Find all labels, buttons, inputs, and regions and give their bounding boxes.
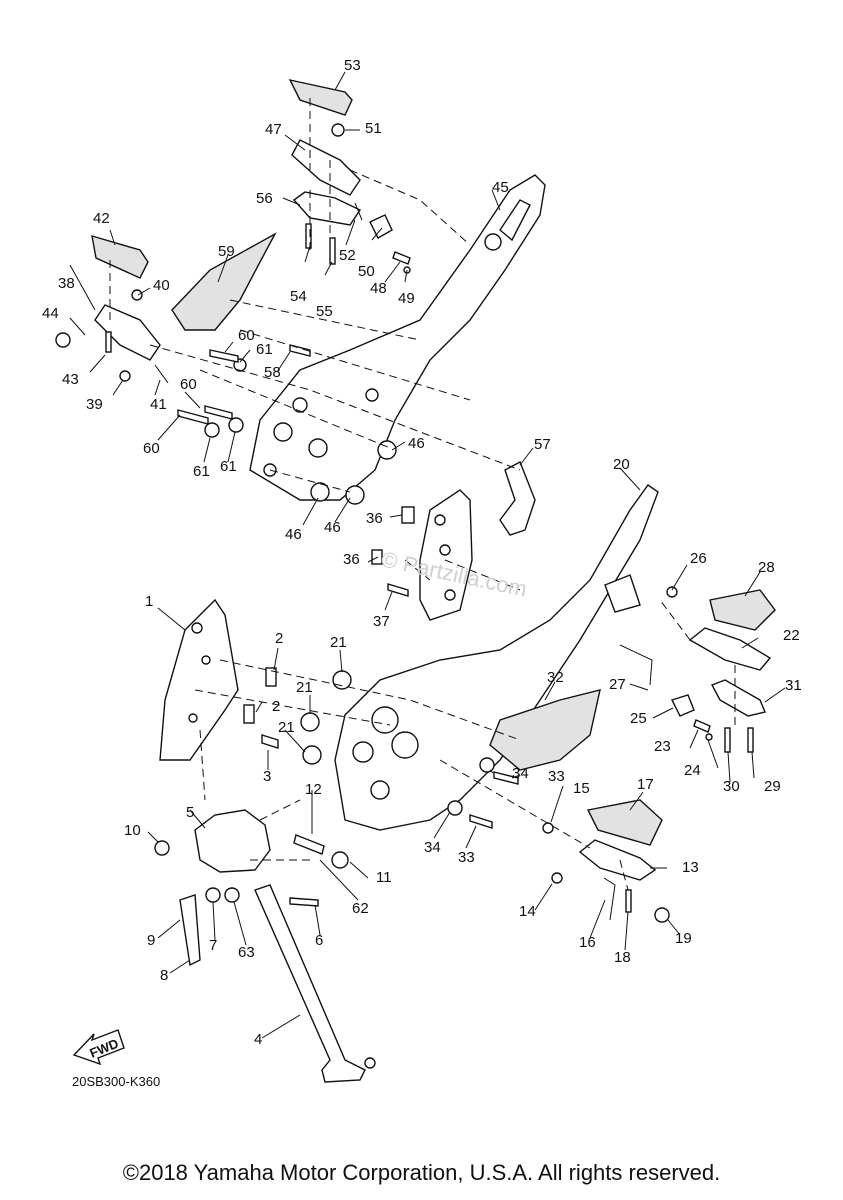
callout-5: 5: [186, 804, 194, 821]
diagram-code: 20SB300-K360: [72, 1074, 160, 1089]
callout-2b: 2: [272, 698, 280, 715]
callout-33a: 33: [548, 768, 565, 785]
callout-14: 14: [519, 903, 536, 920]
callout-63: 63: [238, 944, 255, 961]
callout-60c: 60: [143, 440, 160, 457]
callout-18: 18: [614, 949, 631, 966]
callout-31: 31: [785, 677, 802, 694]
callout-45: 45: [492, 179, 509, 196]
callout-55: 55: [316, 303, 333, 320]
callout-47: 47: [265, 121, 282, 138]
callout-23: 23: [654, 738, 671, 755]
copyright-notice: ©2018 Yamaha Motor Corporation, U.S.A. A…: [122, 1160, 721, 1185]
callout-33b: 33: [458, 849, 475, 866]
callout-27: 27: [609, 676, 626, 693]
callout-43: 43: [62, 371, 79, 388]
callout-20: 20: [613, 456, 630, 473]
callout-46a: 46: [408, 435, 425, 452]
callout-37: 37: [373, 613, 390, 630]
callout-59: 59: [218, 243, 235, 260]
callout-48: 48: [370, 280, 387, 297]
callout-34b: 34: [424, 839, 441, 856]
callout-41: 41: [150, 396, 167, 413]
callout-52: 52: [339, 247, 356, 264]
callout-3: 3: [263, 768, 271, 785]
callout-21c: 21: [278, 719, 295, 736]
callout-36a: 36: [366, 510, 383, 527]
callout-38: 38: [58, 275, 75, 292]
callout-28: 28: [758, 559, 775, 576]
callout-62: 62: [352, 900, 369, 917]
callout-25: 25: [630, 710, 647, 727]
callout-22: 22: [783, 627, 800, 644]
callout-51: 51: [365, 120, 382, 137]
callout-36b: 36: [343, 551, 360, 568]
callout-10: 10: [124, 822, 141, 839]
callout-49: 49: [398, 290, 415, 307]
callout-4: 4: [254, 1031, 262, 1048]
callout-1: 1: [145, 593, 153, 610]
callout-9: 9: [147, 932, 155, 949]
callout-61a: 61: [256, 341, 273, 358]
callout-46c: 46: [324, 519, 341, 536]
callout-39: 39: [86, 396, 103, 413]
callout-26: 26: [690, 550, 707, 567]
callout-21b: 21: [296, 679, 313, 696]
callout-53: 53: [344, 57, 361, 74]
callout-7: 7: [209, 937, 217, 954]
callout-6: 6: [315, 932, 323, 949]
callout-19: 19: [675, 930, 692, 947]
callout-60a: 60: [238, 327, 255, 344]
callout-29: 29: [764, 778, 781, 795]
callout-46b: 46: [285, 526, 302, 543]
callout-11: 11: [376, 869, 392, 886]
callout-17: 17: [637, 776, 654, 793]
callout-40: 40: [153, 277, 170, 294]
callout-61c: 61: [220, 458, 237, 475]
callout-42: 42: [93, 210, 110, 227]
callout-60b: 60: [180, 376, 197, 393]
callout-labels: 53 51 47 56 45 52 50 48 49 54 55 42 59 4…: [42, 57, 802, 1048]
callout-58: 58: [264, 364, 281, 381]
callout-32: 32: [547, 669, 564, 686]
callout-21a: 21: [330, 634, 347, 651]
diagram-linework: [55, 71, 786, 1083]
callout-50: 50: [358, 263, 375, 280]
callout-2a: 2: [275, 630, 283, 647]
callout-34a: 34: [512, 765, 529, 782]
callout-44: 44: [42, 305, 59, 322]
callout-15: 15: [573, 780, 590, 797]
callout-56: 56: [256, 190, 273, 207]
callout-12: 12: [305, 781, 322, 798]
callout-61b: 61: [193, 463, 210, 480]
callout-8: 8: [160, 967, 168, 984]
callout-54: 54: [290, 288, 307, 305]
callout-16: 16: [579, 934, 596, 951]
callout-30: 30: [723, 778, 740, 795]
callout-24: 24: [684, 762, 701, 779]
callout-57: 57: [534, 436, 551, 453]
callout-13: 13: [682, 859, 699, 876]
